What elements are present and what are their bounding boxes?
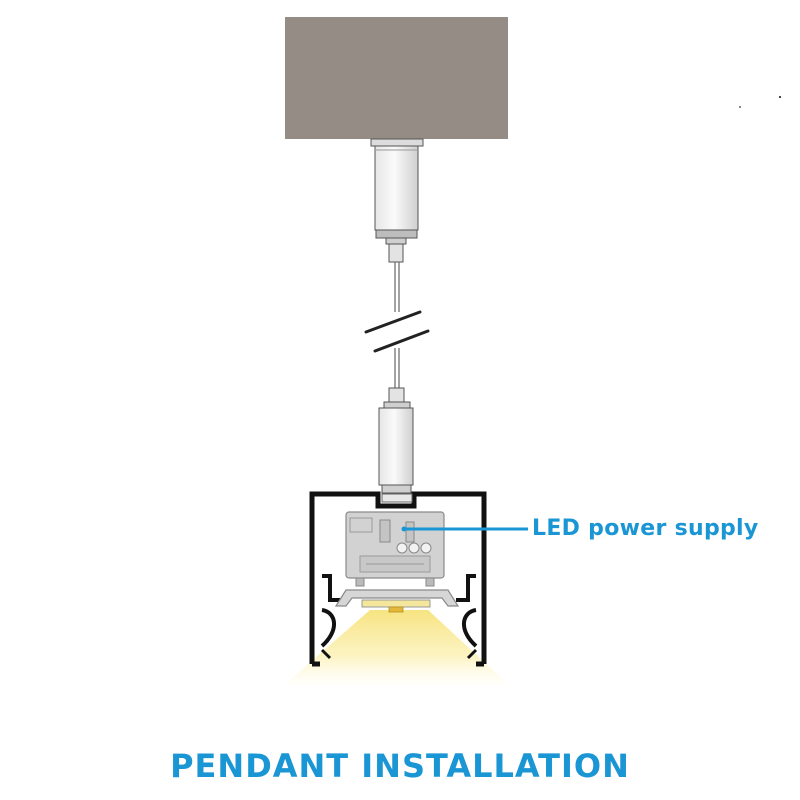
suspension-cable-icon [394, 262, 400, 312]
light-beam-icon [283, 610, 510, 686]
cable-gripper-icon [378, 387, 414, 494]
ceiling-block-icon [285, 17, 508, 139]
led-carrier [334, 589, 460, 607]
power-supply-icon [345, 511, 445, 587]
stray-marks [739, 95, 782, 108]
led-power-supply-label: LED power supply [532, 516, 759, 541]
profile-gripper-seat [381, 493, 413, 503]
callout-leader-line [401, 526, 528, 532]
page-title: PENDANT INSTALLATION [170, 747, 630, 785]
aluminium-profile-icon [309, 491, 487, 667]
led-strip-icon [361, 599, 431, 613]
ceiling-mount-canopy-icon [370, 138, 424, 263]
cable-break-icon [364, 310, 430, 353]
suspension-cable-lower [394, 348, 400, 388]
